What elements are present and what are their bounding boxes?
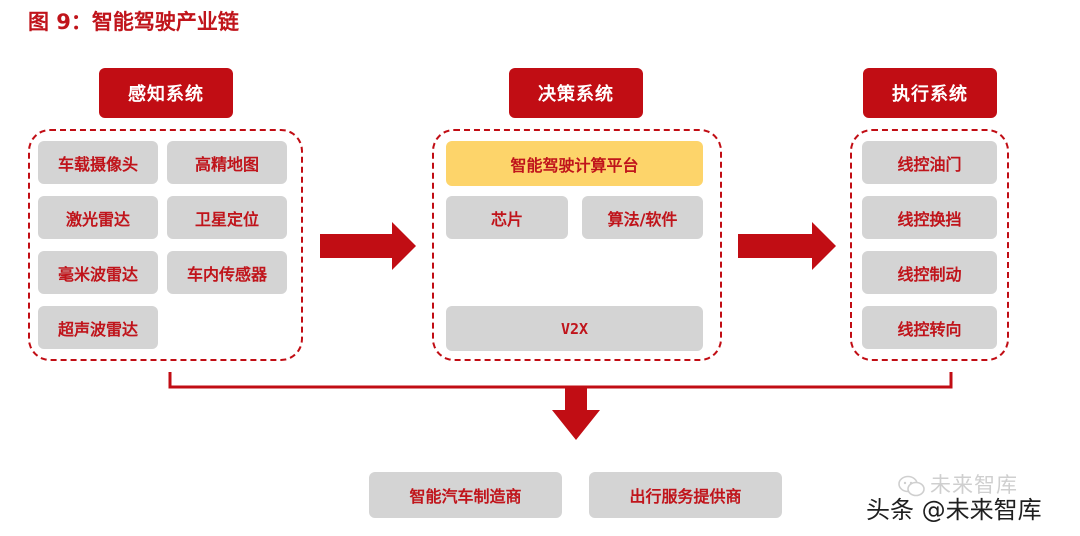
watermark-wechat: 未来智库: [930, 473, 1018, 497]
output-mobility-service-provider: 出行服务提供商: [589, 472, 782, 518]
decision-algorithm-software: 算法/软件: [582, 196, 703, 239]
execution-item-shift: 线控换挡: [862, 196, 997, 239]
bottom-bracket-line: [168, 372, 953, 389]
execution-item-brake: 线控制动: [862, 251, 997, 294]
perception-item-camera: 车载摄像头: [38, 141, 158, 184]
decision-v2x: V2X: [446, 306, 703, 351]
decision-compute-platform: 智能驾驶计算平台: [446, 141, 703, 186]
perception-item-ultrasonic-radar: 超声波雷达: [38, 306, 158, 349]
execution-header: 执行系统: [863, 68, 997, 118]
perception-item-cabin-sensor: 车内传感器: [167, 251, 287, 294]
arrow-down: [552, 387, 600, 440]
arrow-decision-to-execution: [738, 222, 836, 270]
output-smart-car-maker: 智能汽车制造商: [369, 472, 562, 518]
wechat-icon: [898, 475, 925, 497]
execution-item-steering: 线控转向: [862, 306, 997, 349]
perception-item-lidar: 激光雷达: [38, 196, 158, 239]
decision-chip: 芯片: [446, 196, 568, 239]
decision-header: 决策系统: [509, 68, 643, 118]
perception-item-hd-map: 高精地图: [167, 141, 287, 184]
execution-item-throttle: 线控油门: [862, 141, 997, 184]
perception-item-mmwave-radar: 毫米波雷达: [38, 251, 158, 294]
figure-title: 图 9：智能驾驶产业链: [28, 10, 239, 34]
arrow-perception-to-decision: [320, 222, 416, 270]
watermark-toutiao: 头条 @未来智库: [866, 496, 1042, 524]
perception-item-gnss: 卫星定位: [167, 196, 287, 239]
perception-header: 感知系统: [99, 68, 233, 118]
